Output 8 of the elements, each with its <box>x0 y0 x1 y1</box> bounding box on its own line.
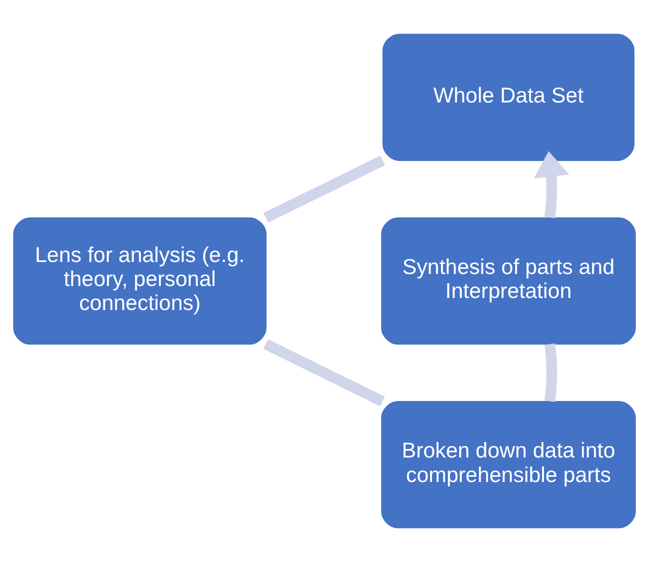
node-box: Synthesis of parts and Interpretation <box>381 216 636 344</box>
connector <box>544 342 558 402</box>
connector <box>263 155 386 222</box>
connector <box>263 338 385 406</box>
node-box: Whole Data Set <box>382 33 634 161</box>
node-box: Broken down data into comprehensible parts <box>381 400 636 528</box>
node-box: Lens for analysis (e.g. theory, personal connections) <box>13 216 267 344</box>
arrow <box>534 150 570 218</box>
